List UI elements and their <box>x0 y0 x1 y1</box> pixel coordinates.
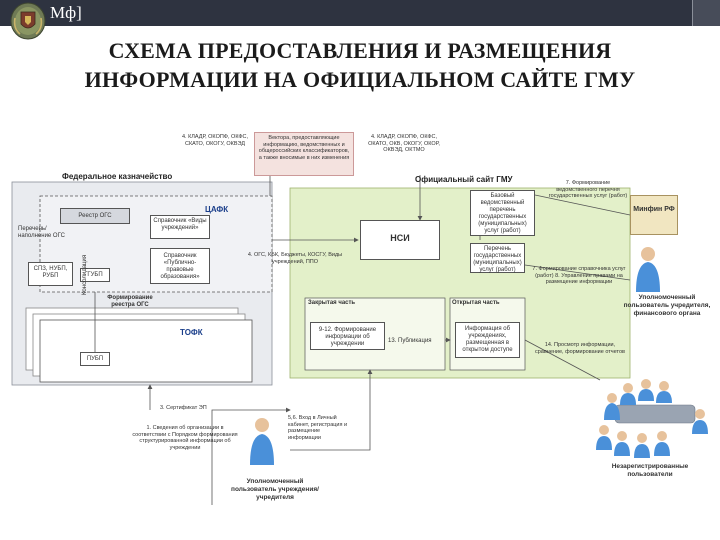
tofk-label: ТОФК <box>180 328 203 337</box>
title-line-2: ИНФОРМАЦИИ НА ОФИЦИАЛЬНОМ САЙТЕ ГМУ <box>84 67 636 92</box>
minfin-box: Минфин РФ <box>630 195 678 235</box>
brand-text: Мф] <box>50 3 82 22</box>
note-classifiers-box: Вектора, предоставляющие информацию, вед… <box>254 132 354 176</box>
finorgan-user-icon <box>636 247 660 292</box>
info-razmeshena-box: Информация об учреждениях, размещенная в… <box>455 322 520 358</box>
actor-finorgan-label: Уполномоченный пользователь учредителя, … <box>623 294 711 317</box>
connector-institution-site <box>211 407 291 505</box>
connector-unreg <box>524 339 601 381</box>
note-5: 5,6. Вход в Личный кабинет, регистрация … <box>288 415 348 441</box>
title-line-1: СХЕМА ПРЕДОСТАВЛЕНИЯ И РАЗМЕЩЕНИЯ <box>108 38 612 63</box>
note-7b: 7. Формирование справочника услуг (работ… <box>532 266 626 285</box>
note-14: 14. Просмотр информации, сравнение, форм… <box>535 342 625 355</box>
closed-part-label: Закрытая часть <box>308 300 356 306</box>
note-1: 1. Сведения об организации в соответстви… <box>132 425 238 451</box>
top-bar-right-stripe <box>692 0 720 26</box>
note-klassif-right: 4. КЛАДР, ОКОПФ, ОКФС, ОКАТО, ОКВ, ОКОГУ… <box>368 134 440 153</box>
connector-finorgan <box>524 264 631 281</box>
tofk-frame <box>39 319 253 383</box>
connector-minfin <box>534 194 631 216</box>
registry-ogs-box: Реестр ОГС <box>60 208 130 224</box>
pubp-box: ПУБП <box>80 352 110 366</box>
note-4b: 4. ОГС, КБК, Бюджеты, КОСГУ, Виды учрежд… <box>247 252 343 265</box>
spz-box: СПЗ, НУБП, РУБП <box>28 262 73 286</box>
treasury-header: Федеральное казначейство <box>62 172 173 181</box>
top-bar <box>0 0 720 26</box>
gubp-box: ГУБП <box>80 268 110 282</box>
sprav-ppo-box: Справочник «Публично-правовые образовани… <box>150 248 210 284</box>
publication-label: 13. Публикация <box>388 338 432 344</box>
actor-institution-label: Уполномоченный пользователь учреждения/у… <box>231 478 319 501</box>
unregistered-users-icon <box>596 379 708 458</box>
tsafk-label: ЦАФК <box>205 205 229 214</box>
formirovanie-reestra-label: Формирование реестра ОГС <box>107 295 153 308</box>
perechen-ogs-label: Перечень/ наполнение ОГС <box>18 226 65 239</box>
sprav-vidy-box: Справочник «Виды учреждений» <box>150 215 210 239</box>
open-part-label: Открытая часть <box>452 300 500 306</box>
consolidation-label: Консолидация <box>82 254 88 296</box>
page-title: СХЕМА ПРЕДОСТАВЛЕНИЯ И РАЗМЕЩЕНИЯ ИНФОРМ… <box>0 36 720 94</box>
emblem-icon <box>10 2 46 40</box>
note-3: 3. Сертификат ЭП <box>160 405 207 411</box>
site-header: Официальный сайт ГМУ <box>415 175 513 184</box>
note-7a: 7. Формирование ведомственного перечня г… <box>548 180 628 199</box>
connector-login <box>290 369 373 451</box>
nsi-box: НСИ <box>360 220 440 260</box>
actor-unregistered-label: Незарегистрированные пользователи <box>611 463 689 478</box>
perechen-uslug-box: Перечень государственных (муниципальных)… <box>470 243 525 273</box>
formirovanie-info-box: 9-12. Формирование информации об учрежде… <box>310 322 385 350</box>
institution-user-icon <box>250 418 274 465</box>
note-klassif-left: 4. КЛАДР, ОКОПФ, ОКФС, СКАТО, ОКОГУ, ОКВ… <box>181 134 249 147</box>
bazovyi-perechen-box: Базовый ведомственный перечень государст… <box>470 190 535 236</box>
